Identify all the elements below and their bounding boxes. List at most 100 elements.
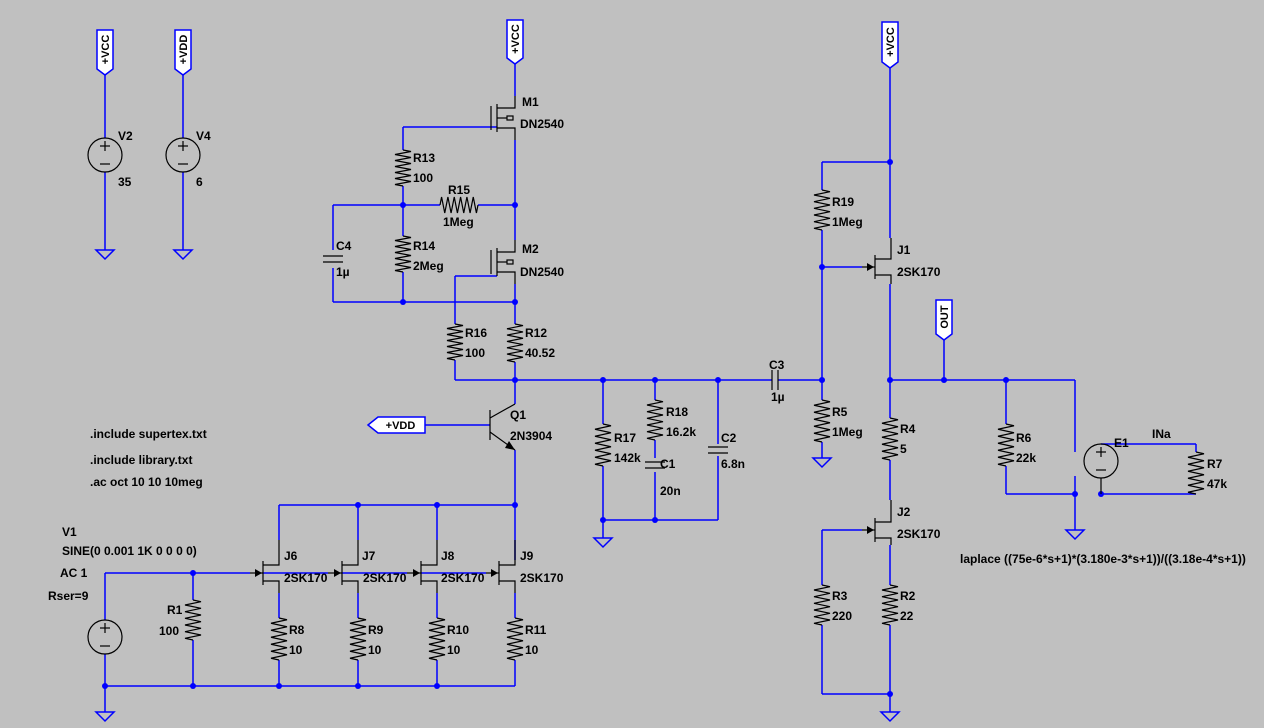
resistor-r7 [1187,451,1205,495]
j6-value: 2SK170 [284,571,328,585]
resistor-r13 [394,149,412,187]
resistor-r14 [394,235,412,273]
r10-name: R10 [447,623,469,637]
c2-name: C2 [721,431,737,445]
c3-value: 1µ [771,390,785,404]
v1-ac: AC 1 [60,566,88,580]
c1-value: 20n [660,484,681,498]
v2-name: V2 [118,129,133,143]
voltage-source-v4 [165,137,201,173]
r4-name: R4 [900,422,916,436]
m2-value: DN2540 [520,265,564,279]
vdd-flag-q1-label: +VDD [386,420,416,432]
r8-value: 10 [289,643,303,657]
capacitor-c3 [771,370,779,390]
mosfet-m1 [490,96,516,140]
resistor-r10 [428,617,446,661]
r19-name: R19 [832,195,854,209]
resistor-r12 [506,323,524,363]
r12-value: 40.52 [525,346,555,360]
resistor-r3 [813,584,831,626]
jfet-j9 [486,540,516,593]
laplace-expression: laplace ((75e-6*s+1)*(3.180e-3*s+1))/((3… [960,552,1246,566]
j2-name: J2 [897,505,911,519]
j2-value: 2SK170 [897,527,941,541]
r2-name: R2 [900,589,916,603]
r1-name: R1 [167,603,183,617]
r14-name: R14 [413,239,435,253]
controlled-source-e1 [1083,443,1119,494]
out-flag-label: OUT [939,305,951,329]
vcc-flag-v2-label: +VCC [100,35,112,65]
vdd-flag-v4-label: +VDD [178,35,190,65]
v2-value: 35 [118,175,132,189]
resistor-r9 [349,617,367,661]
jfet-j8 [407,540,438,593]
r16-name: R16 [465,326,487,340]
v1-value: SINE(0 0.001 1K 0 0 0 0) [62,544,197,558]
v1-rser: Rser=9 [48,589,89,603]
wires [102,64,1197,712]
vdd-flag-v4: +VDD [174,29,192,76]
c1-name: C1 [660,457,676,471]
resistor-r4 [881,417,899,461]
v1-name: V1 [62,525,77,539]
resistor-r17 [594,423,612,467]
ground-icon [811,457,833,469]
j9-value: 2SK170 [520,571,564,585]
capacitor-c2 [708,446,728,454]
vcc-flag-j1: +VCC [881,21,899,69]
r13-name: R13 [413,151,435,165]
r19-value: 1Meg [832,215,863,229]
resistor-r5 [813,399,831,443]
resistor-r16 [446,323,464,361]
r11-name: R11 [525,623,547,637]
resistor-r2 [881,584,899,626]
c4-name: C4 [336,239,352,253]
r14-value: 2Meg [413,259,444,273]
r6-value: 22k [1016,451,1036,465]
j6-name: J6 [284,549,298,563]
resistor-r11 [506,617,524,661]
j1-name: J1 [897,243,911,257]
r3-name: R3 [832,589,848,603]
resistor-r18 [646,399,664,441]
j1-value: 2SK170 [897,265,941,279]
voltage-source-v1 [87,619,123,655]
r2-value: 22 [900,609,914,623]
r7-name: R7 [1207,457,1223,471]
c3-name: C3 [769,358,785,372]
r17-name: R17 [614,431,636,445]
v4-name: V4 [196,129,211,143]
vcc-flag-j1-label: +VCC [885,27,897,57]
resistor-r6 [997,423,1015,467]
q1-name: Q1 [510,408,526,422]
r3-value: 220 [832,609,852,623]
m2-name: M2 [522,242,539,256]
jfet-j2 [862,500,892,545]
m1-value: DN2540 [520,117,564,131]
j8-value: 2SK170 [441,571,485,585]
r4-value: 5 [900,442,907,456]
r8-name: R8 [289,623,305,637]
ina-net-label: INa [1152,427,1171,441]
resistor-r19 [813,189,831,231]
directive-ac-analysis: .ac oct 10 10 10meg [90,475,203,489]
jfet-j7 [328,540,359,593]
capacitor-c1 [645,461,665,469]
r1-value: 100 [159,624,179,638]
vcc-flag-m1-label: +VCC [510,24,522,54]
v4-value: 6 [196,175,203,189]
e1-name: E1 [1114,436,1129,450]
ground-icon [94,711,116,723]
r9-value: 10 [368,643,382,657]
r5-value: 1Meg [832,425,863,439]
r12-name: R12 [525,326,547,340]
capacitor-c4 [323,255,343,263]
c4-value: 1µ [336,265,350,279]
ground-icon [1064,529,1086,541]
resistor-r8 [270,617,288,661]
q1-value: 2N3904 [510,429,552,443]
ground-icon [879,711,901,723]
r16-value: 100 [465,346,485,360]
